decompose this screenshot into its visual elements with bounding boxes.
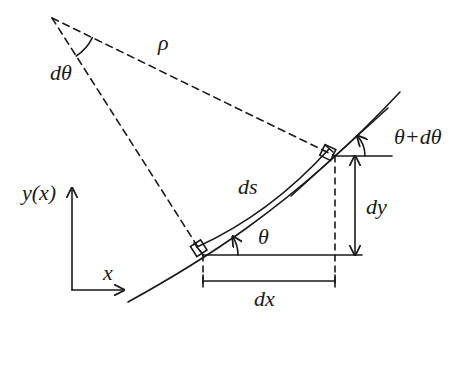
ds-arc	[197, 149, 329, 247]
horizontal-line	[335, 155, 392, 157]
math-label: dx	[254, 288, 275, 310]
angle-arrow	[357, 136, 365, 156]
y-axis	[71, 188, 73, 290]
math-label: x	[103, 262, 113, 284]
math-label: dθ	[50, 62, 72, 84]
math-label: θ+dθ	[394, 126, 441, 148]
math-label: ds	[238, 176, 258, 198]
dx-bracket	[202, 275, 204, 287]
projection-line	[334, 156, 336, 288]
dx-bracket	[203, 280, 335, 282]
right-angle-mark	[190, 240, 207, 257]
math-label: θ	[258, 226, 269, 248]
math-label: dy	[366, 196, 387, 218]
math-label: ρ	[158, 32, 169, 54]
projection-line	[202, 255, 204, 288]
math-label: y(x)	[22, 182, 56, 204]
dx-bracket	[334, 275, 336, 287]
tangent-line	[291, 108, 388, 196]
x-axis	[72, 289, 124, 291]
curve	[128, 92, 400, 302]
dy-bracket	[354, 156, 356, 255]
angle-arc	[76, 38, 92, 56]
radius-line	[52, 18, 335, 156]
horizontal-line	[203, 254, 362, 256]
angle-arrow	[233, 237, 238, 256]
radius-line	[52, 18, 203, 255]
